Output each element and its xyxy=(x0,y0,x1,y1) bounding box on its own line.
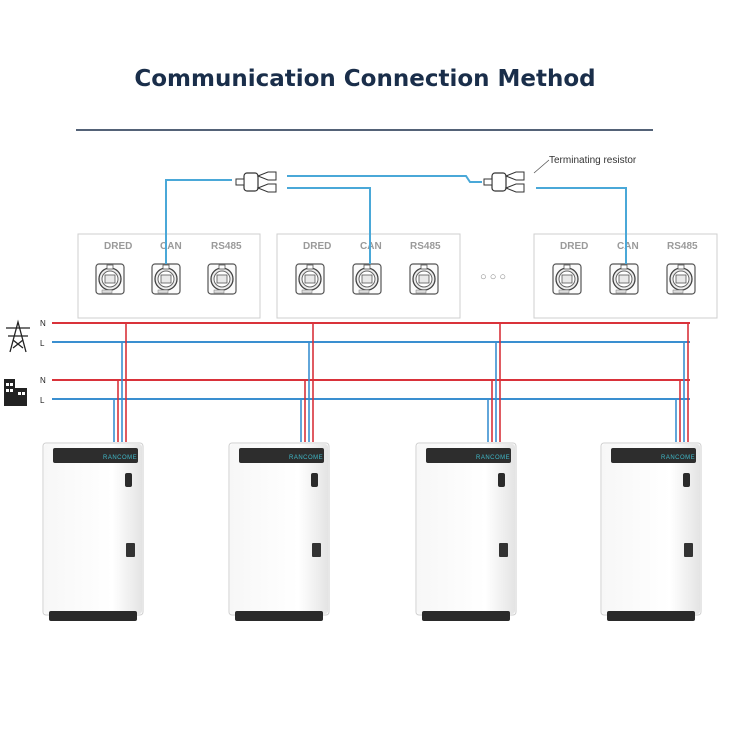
rj45-port-icon xyxy=(552,263,582,295)
can-cable xyxy=(165,175,627,264)
battery-drop-wires xyxy=(113,323,689,442)
page-title: Communication Connection Method xyxy=(134,66,596,92)
port-label-can: CAN xyxy=(617,241,639,252)
brand-label: RANCOME xyxy=(476,455,510,461)
load-l-label: L xyxy=(40,396,45,405)
port-label-dred: DRED xyxy=(560,241,588,252)
rj45-port-icon xyxy=(295,263,325,295)
brand-label: RANCOME xyxy=(661,455,695,461)
grid-n-label: N xyxy=(40,319,46,328)
grid-l-label: L xyxy=(40,339,45,348)
port-label-rs485: RS485 xyxy=(667,241,698,252)
rj45-port-icon xyxy=(409,263,439,295)
rj45-port-icon xyxy=(352,263,382,295)
rj45-port-icon xyxy=(95,263,125,295)
rj45-port-icon xyxy=(666,263,696,295)
power-pylon-icon xyxy=(6,319,30,353)
load-n-label: N xyxy=(40,376,46,385)
rj45-port-icon xyxy=(207,263,237,295)
rj45-port-icon xyxy=(151,263,181,295)
y-splitter-icon xyxy=(483,171,525,193)
y-splitter-icon xyxy=(235,171,277,193)
port-label-rs485: RS485 xyxy=(410,241,441,252)
brand-label: RANCOME xyxy=(103,455,137,461)
building-icon xyxy=(4,379,27,406)
brand-label: RANCOME xyxy=(289,455,323,461)
rj45-port-icon xyxy=(609,263,639,295)
battery-unit-2: RANCOME xyxy=(228,442,330,622)
port-label-rs485: RS485 xyxy=(211,241,242,252)
more-panels-ellipsis: ○ ○ ○ xyxy=(480,271,506,283)
port-label-dred: DRED xyxy=(104,241,132,252)
port-label-dred: DRED xyxy=(303,241,331,252)
callout-line xyxy=(533,159,550,174)
battery-unit-3: RANCOME xyxy=(415,442,517,622)
battery-unit-1: RANCOME xyxy=(42,442,144,622)
terminating-resistor-label: Terminating resistor xyxy=(549,155,637,166)
port-label-can: CAN xyxy=(160,241,182,252)
battery-unit-4: RANCOME xyxy=(600,442,702,622)
